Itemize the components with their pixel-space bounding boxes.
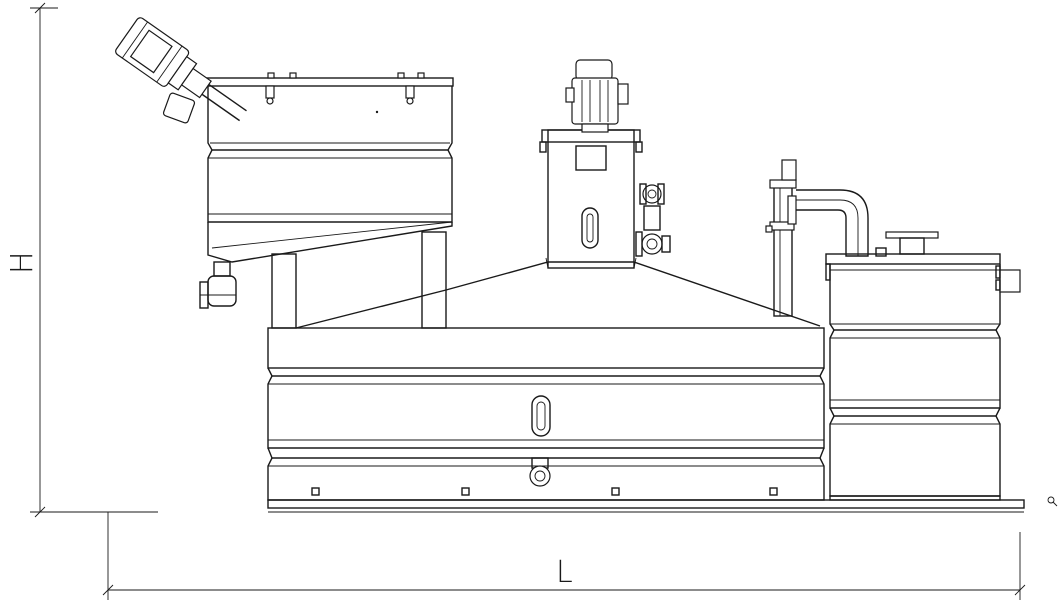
- separator-motor: [115, 17, 247, 122]
- central-column: [539, 129, 643, 269]
- pipework: [765, 159, 939, 317]
- magnifier-icon: [1047, 496, 1058, 507]
- side-pump: [635, 183, 671, 257]
- height-dimension: [30, 2, 158, 518]
- column-motor: [565, 59, 629, 133]
- height-label: H: [5, 251, 40, 274]
- separator-tank: [199, 72, 454, 329]
- main-tank: [267, 261, 1025, 513]
- separator-gearbox: [162, 92, 196, 124]
- right-tank: [825, 253, 1021, 501]
- length-label: L: [556, 555, 573, 590]
- length-dimension: [102, 512, 1026, 600]
